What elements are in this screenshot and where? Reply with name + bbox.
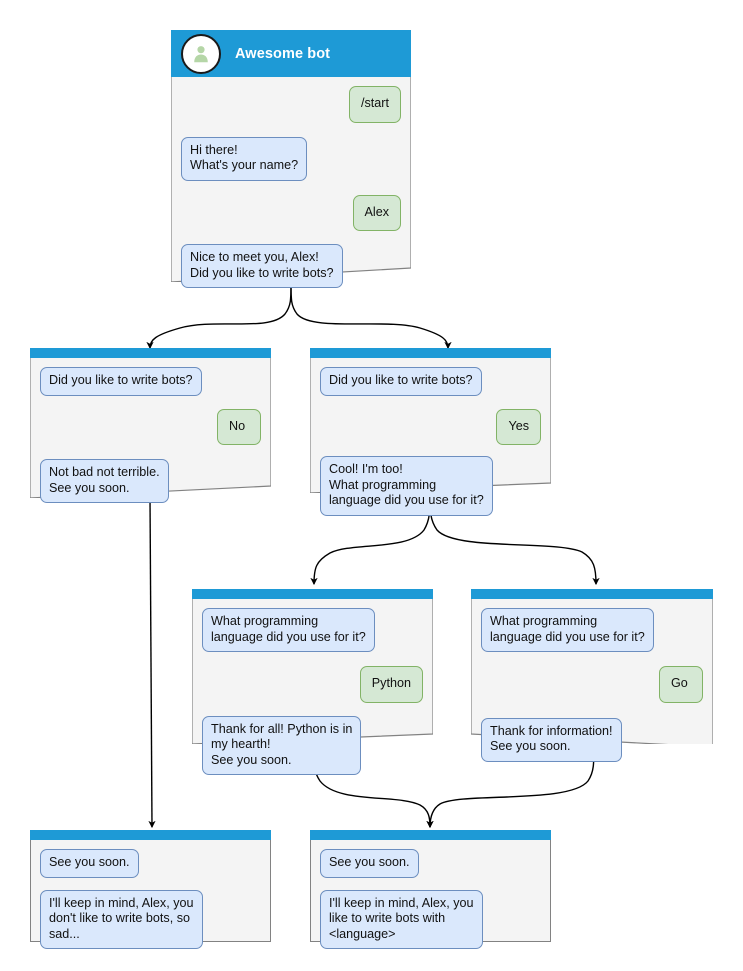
chat-header-bar <box>30 830 271 840</box>
chat-body-go-branch: What programming language did you use fo… <box>471 599 713 762</box>
bot-message-bubble[interactable]: Cool! I'm too! What programming language… <box>320 456 493 516</box>
chat-body-python-branch: What programming language did you use fo… <box>192 599 433 775</box>
message-row: /start <box>181 86 401 123</box>
bot-message-bubble[interactable]: Did you like to write bots? <box>40 367 202 396</box>
message-row: Alex <box>181 194 401 231</box>
bot-message-bubble[interactable]: Not bad not terrible. See you soon. <box>40 459 169 503</box>
bot-title: Awesome bot <box>235 45 331 62</box>
user-message-bubble[interactable]: Yes <box>496 408 541 445</box>
chat-header-bar <box>310 830 551 840</box>
bot-message-bubble[interactable]: See you soon. <box>320 849 419 878</box>
chat-header-root: Awesome bot <box>171 30 411 77</box>
chat-node-end-happy[interactable]: See you soon. I'll keep in mind, Alex, y… <box>310 830 551 949</box>
edge-root-to-branches <box>146 281 452 350</box>
chat-body-root: /start Hi there! What's your name? Alex … <box>171 77 411 288</box>
message-row: Go <box>481 666 703 703</box>
chat-node-end-sad[interactable]: See you soon. I'll keep in mind, Alex, y… <box>30 830 271 949</box>
chat-header-bar <box>30 348 271 358</box>
chat-node-python-branch[interactable]: What programming language did you use fo… <box>192 589 433 775</box>
chat-body-yes-branch: Did you like to write bots? Yes Cool! I'… <box>310 358 551 516</box>
bot-message-bubble[interactable]: Hi there! What's your name? <box>181 136 308 181</box>
user-avatar-icon <box>181 33 221 74</box>
bot-message-bubble[interactable]: I'll keep in mind, Alex, you like to wri… <box>320 889 483 949</box>
chat-node-yes-branch[interactable]: Did you like to write bots? Yes Cool! I'… <box>310 348 551 516</box>
user-message-bubble[interactable]: Alex <box>352 194 401 231</box>
message-row: See you soon. <box>40 849 261 878</box>
message-row: Not bad not terrible. See you soon. <box>40 459 261 503</box>
user-message-bubble[interactable]: No <box>217 408 261 445</box>
message-row: What programming language did you use fo… <box>481 608 703 652</box>
message-row: See you soon. <box>320 849 541 878</box>
chat-header-bar <box>471 589 713 599</box>
message-row: Thank for all! Python is in my hearth! S… <box>202 715 423 775</box>
chat-node-no-branch[interactable]: Did you like to write bots? No Not bad n… <box>30 348 271 503</box>
message-row: Hi there! What's your name? <box>181 136 401 181</box>
message-row: Yes <box>320 408 541 445</box>
bot-message-bubble[interactable]: What programming language did you use fo… <box>202 608 375 652</box>
chat-body-no-branch: Did you like to write bots? No Not bad n… <box>30 358 271 503</box>
message-row: Cool! I'm too! What programming language… <box>320 456 541 516</box>
user-message-bubble[interactable]: Python <box>359 666 423 703</box>
message-row: Did you like to write bots? <box>40 367 261 396</box>
message-row: Did you like to write bots? <box>320 367 541 396</box>
chat-header-bar <box>310 348 551 358</box>
user-message-bubble[interactable]: /start <box>349 86 401 123</box>
edge-no-to-end-sad <box>148 496 156 829</box>
message-row: No <box>40 408 261 445</box>
chat-node-go-branch[interactable]: What programming language did you use fo… <box>471 589 713 762</box>
chat-body-end-sad: See you soon. I'll keep in mind, Alex, y… <box>30 840 271 949</box>
message-row: I'll keep in mind, Alex, you like to wri… <box>320 889 541 949</box>
message-row: I'll keep in mind, Alex, you don't like … <box>40 889 261 949</box>
chat-header-bar <box>192 589 433 599</box>
chat-node-root[interactable]: Awesome bot /start Hi there! What's your… <box>171 30 411 288</box>
bot-message-bubble[interactable]: Thank for information! See you soon. <box>481 717 622 762</box>
bot-message-bubble[interactable]: See you soon. <box>40 849 139 878</box>
bot-message-bubble[interactable]: Nice to meet you, Alex! Did you like to … <box>181 244 343 288</box>
bot-message-bubble[interactable]: I'll keep in mind, Alex, you don't like … <box>40 889 203 949</box>
chat-body-end-happy: See you soon. I'll keep in mind, Alex, y… <box>310 840 551 949</box>
bot-message-bubble[interactable]: Did you like to write bots? <box>320 367 482 396</box>
message-row: What programming language did you use fo… <box>202 608 423 652</box>
message-row: Thank for information! See you soon. <box>481 717 703 762</box>
bot-message-bubble[interactable]: What programming language did you use fo… <box>481 608 654 652</box>
message-row: Nice to meet you, Alex! Did you like to … <box>181 244 401 288</box>
message-row: Python <box>202 666 423 703</box>
bot-message-bubble[interactable]: Thank for all! Python is in my hearth! S… <box>202 715 362 775</box>
user-message-bubble[interactable]: Go <box>659 666 703 703</box>
